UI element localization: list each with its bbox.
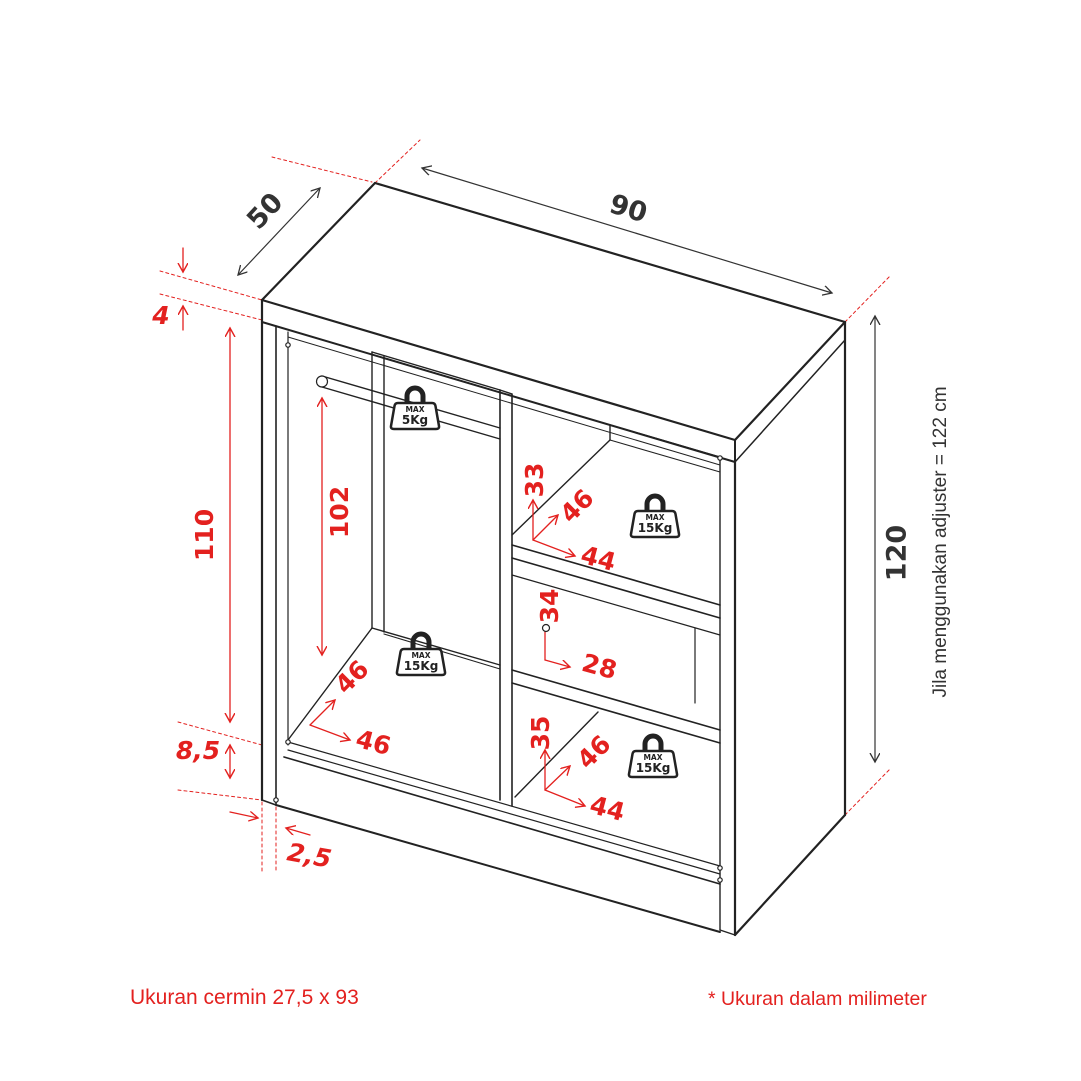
- red-dashed-guide: [844, 275, 891, 323]
- left-height-label: 110: [190, 509, 219, 561]
- cabinet-edge-line: [283, 756, 721, 885]
- right-upper-depth-arrow: [532, 515, 558, 541]
- red-dashed-guide: [177, 721, 263, 746]
- width-arrow: [422, 168, 832, 293]
- adjuster-note: Jila menggunakan adjuster = 122 cm: [930, 386, 951, 697]
- weight-limit-icon-right-upper: MAX 15Kg: [629, 493, 681, 539]
- front-offset-arrow-left: [229, 812, 258, 818]
- depth-arrow: [238, 188, 320, 275]
- weight-limit-icon-left-floor: MAX 15Kg: [395, 631, 447, 677]
- left-floor-depth-label: 46: [329, 654, 374, 699]
- hardware-dot: [717, 455, 723, 461]
- red-guide-lines: [159, 139, 891, 873]
- right-upper-width-label: 44: [578, 540, 619, 577]
- right-middle-height-marker: [541, 623, 551, 633]
- cabinet-edge-line: [287, 627, 373, 741]
- left-floor-width-arrow: [309, 724, 350, 740]
- weight-load-label: 15Kg: [636, 761, 671, 775]
- cabinet-edge-line: [511, 557, 721, 619]
- cabinet-edge-line: [733, 813, 847, 937]
- mirror-size-note: Ukuran cermin 27,5 x 93: [130, 986, 359, 1009]
- cabinet-edge-line: [287, 741, 721, 867]
- cabinet-edge-line: [511, 574, 721, 636]
- right-middle-width-arrow: [544, 659, 570, 667]
- right-upper-width-arrow: [532, 539, 575, 556]
- right-lower-depth-arrow: [544, 766, 570, 791]
- right-upper-height-label: 33: [520, 463, 549, 498]
- hardware-dot: [717, 865, 723, 871]
- left-floor-width-label: 46: [353, 724, 394, 761]
- weight-max-label: MAX: [643, 753, 662, 762]
- cabinet-edge-line: [511, 669, 721, 731]
- red-dashed-guide: [844, 768, 891, 816]
- weight-body: [395, 647, 447, 677]
- cabinet-edge-line: [260, 298, 737, 442]
- right-lower-height-label: 35: [526, 716, 555, 751]
- weight-load-label: 5Kg: [402, 413, 428, 427]
- hardware-dot: [717, 877, 723, 883]
- hardware-dot: [273, 797, 279, 803]
- weight-handle: [410, 631, 432, 649]
- red-dashed-guide: [159, 293, 263, 321]
- cabinet-edge-line: [719, 929, 736, 936]
- right-lower-width-arrow: [544, 789, 585, 806]
- weight-handle: [404, 385, 426, 403]
- dimension-arrows: [183, 168, 875, 836]
- front-offset-label: 2,5: [285, 837, 334, 873]
- weight-limit-icon-rod: MAX 5Kg: [389, 385, 441, 431]
- hanging-height-label: 102: [325, 486, 354, 538]
- left-floor-depth-arrow: [309, 700, 335, 726]
- right-middle-height-label: 34: [535, 589, 564, 624]
- red-dashed-guide: [271, 156, 373, 183]
- top-thickness-label: 4: [151, 301, 169, 330]
- weight-handle: [644, 493, 666, 511]
- cabinet-outline: [260, 181, 847, 937]
- cabinet-edge-line: [511, 544, 721, 606]
- hardware-dot: [285, 342, 291, 348]
- weight-handle: [642, 733, 664, 751]
- red-dashed-guide: [159, 270, 263, 301]
- cabinet-edge-line: [287, 336, 721, 466]
- weight-load-label: 15Kg: [638, 521, 673, 535]
- unit-note: * Ukuran dalam milimeter: [708, 988, 927, 1010]
- right-lower-depth-label: 46: [571, 729, 616, 774]
- height-label: 120: [882, 525, 913, 581]
- weight-body: [389, 401, 441, 431]
- hardware-dot: [285, 739, 291, 745]
- cabinet-edge-line: [733, 320, 847, 442]
- red-dashed-guide: [177, 789, 263, 801]
- right-lower-width-label: 44: [587, 790, 628, 827]
- cabinet-edge-line: [371, 627, 501, 666]
- cabinet-edge-line: [609, 439, 721, 473]
- cabinet-edge-line: [511, 439, 611, 536]
- right-upper-depth-label: 46: [554, 483, 599, 528]
- front-offset-arrow-right: [286, 828, 311, 836]
- weight-load-label: 15Kg: [404, 659, 439, 673]
- cabinet-edge-line: [287, 749, 721, 875]
- weight-max-label: MAX: [411, 651, 430, 660]
- right-middle-width-label: 28: [579, 648, 620, 685]
- cabinet-edge-line: [261, 799, 277, 806]
- weight-limit-icon-right-lower: MAX 15Kg: [627, 733, 679, 779]
- cabinet-edge-line: [609, 424, 721, 458]
- weight-body: [627, 749, 679, 779]
- cabinet-edge-line: [511, 682, 721, 744]
- weight-max-label: MAX: [645, 513, 664, 522]
- cabinet-edge-line: [499, 389, 513, 395]
- cabinet-edge-line: [371, 351, 501, 391]
- weight-max-label: MAX: [405, 405, 424, 414]
- cabinet-edge-line: [514, 711, 599, 798]
- weight-body: [629, 509, 681, 539]
- hanging-rod-end: [315, 375, 329, 388]
- plinth-height-label: 8,5: [176, 736, 220, 765]
- width-label: 90: [606, 189, 651, 230]
- cabinet-edge-line: [275, 804, 721, 933]
- cabinet-edge-line: [734, 339, 846, 463]
- red-dashed-guide: [374, 139, 421, 184]
